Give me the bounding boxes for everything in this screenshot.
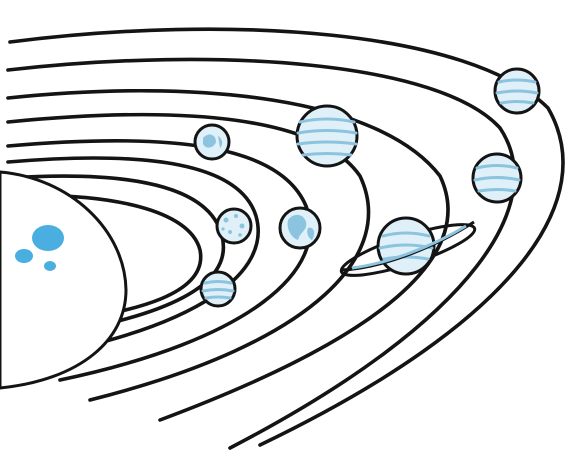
- sun: [0, 172, 126, 388]
- sun-spot-small: [44, 261, 56, 271]
- planet-mars: [195, 125, 229, 159]
- planet-jupiter: [297, 106, 357, 166]
- planet-mercury: [217, 209, 251, 243]
- planet-earth: [280, 208, 320, 248]
- sun-body: [0, 172, 126, 388]
- planet-uranus: [473, 154, 521, 202]
- sun-spot-medium: [15, 249, 33, 263]
- sun-spot-large: [32, 225, 64, 251]
- planet-neptune: [495, 69, 539, 113]
- planet-venus: [201, 272, 235, 306]
